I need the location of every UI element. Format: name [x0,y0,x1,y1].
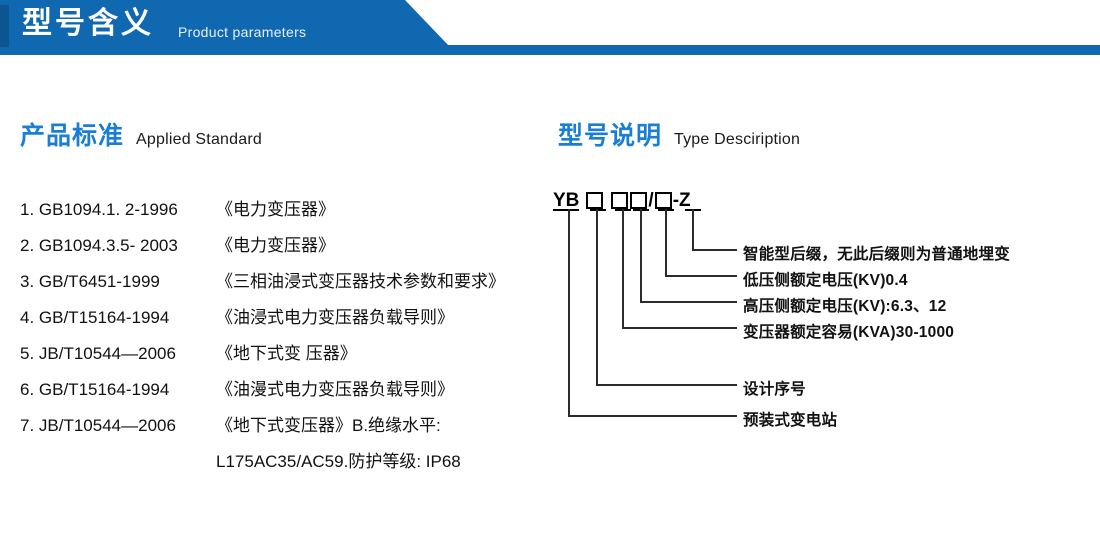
leader-vline-lv [665,209,667,277]
standard-code: 7. JB/T10544—2006 [20,416,176,435]
banner-underbar [0,45,1100,55]
banner-shape-diagonal [320,0,450,47]
standard-code: 2. GB1094.3.5- 2003 [20,236,178,255]
code-dash: - [672,190,680,211]
annotation-lv-voltage: 低压侧额定电压(KV)0.4 [743,272,908,289]
leader-vline-hv [640,209,642,303]
banner-title-cn: 型号含义 [22,7,154,40]
model-code-string: YB /-Z [553,189,691,215]
leader-vline-design [596,209,598,386]
code-suffix: Z [679,190,691,211]
code-box-lv-voltage [654,191,672,209]
standard-code: 5. JB/T10544—2006 [20,344,176,363]
list-item: 3. GB/T6451-1999 《三相油浸式变压器技术参数和要求》 [20,264,550,300]
section-heading-standard-en: Applied Standard [136,131,262,148]
code-underline-prefix [553,209,579,211]
code-box-hv-voltage [630,191,648,209]
section-heading-type-en: Type Desciription [674,131,801,148]
annotation-smart-suffix: 智能型后缀，无此后缀则为普通地埋变 [743,246,1010,263]
banner-accent-stripe [0,5,9,47]
list-item: 4. GB/T15164-1994 《油浸式电力变压器负载导则》 [20,300,550,336]
standard-code: 1. GB1094.1. 2-1996 [20,200,178,219]
type-code-diagram: YB /-Z [545,185,1090,435]
code-slash: / [648,190,654,211]
leader-hline-prefix [568,415,737,417]
standard-name: 《油漫式电力变压器负载导则》 [216,380,454,399]
page-banner: 型号含义 Product parameters [0,0,1100,55]
standard-code: 3. GB/T6451-1999 [20,272,160,291]
standard-name: 《油浸式电力变压器负载导则》 [216,308,454,327]
section-heading-standard-cn: 产品标准 [20,122,125,150]
section-heading-type: 型号说明 Type Desciription [558,116,800,152]
standard-continuation-line: L175AC35/AC59.防护等级: IP68 [216,452,461,471]
leader-hline-capacity [622,327,737,329]
leader-hline-lv [665,275,737,277]
code-box-design-seq [586,191,604,209]
standard-code: 6. GB/T15164-1994 [20,380,170,399]
list-item: 1. GB1094.1. 2-1996 《电力变压器》 [20,192,550,228]
standards-list: 1. GB1094.1. 2-1996 《电力变压器》 2. GB1094.3.5… [20,192,550,480]
leader-vline-capacity [622,209,624,329]
leader-hline-hv [640,301,737,303]
standard-name: 《地下式变 压器》 [216,344,357,363]
code-prefix: YB [553,190,580,211]
annotation-prefab-substation: 预装式变电站 [743,412,838,429]
banner-shape-left [0,0,373,47]
list-item: 7. JB/T10544—2006 《地下式变压器》B.绝缘水平: [20,408,550,444]
standard-name: 《电力变压器》 [216,200,335,219]
standard-name: 《三相油浸式变压器技术参数和要求》 [216,272,505,291]
leader-hline-suffix [692,249,737,251]
leader-hline-design [596,384,737,386]
code-underline-box1 [590,209,606,211]
leader-vline-suffix [692,209,694,251]
leader-vline-prefix [568,209,570,417]
list-item: 2. GB1094.3.5- 2003 《电力变压器》 [20,228,550,264]
annotation-hv-voltage: 高压侧额定电压(KV):6.3、12 [743,298,947,315]
standard-name: 《电力变压器》 [216,236,335,255]
code-box-capacity [611,191,629,209]
section-heading-type-cn: 型号说明 [558,122,663,150]
annotation-design-sequence: 设计序号 [743,381,806,398]
list-item: 5. JB/T10544—2006 《地下式变 压器》 [20,336,550,372]
list-item: 6. GB/T15164-1994 《油漫式电力变压器负载导则》 [20,372,550,408]
section-heading-standard: 产品标准 Applied Standard [20,116,262,152]
standard-code: 4. GB/T15164-1994 [20,308,170,327]
annotation-capacity: 变压器额定容易(KVA)30-1000 [743,324,955,341]
banner-title-en: Product parameters [178,24,307,40]
standard-name: 《地下式变压器》B.绝缘水平: [216,416,441,435]
